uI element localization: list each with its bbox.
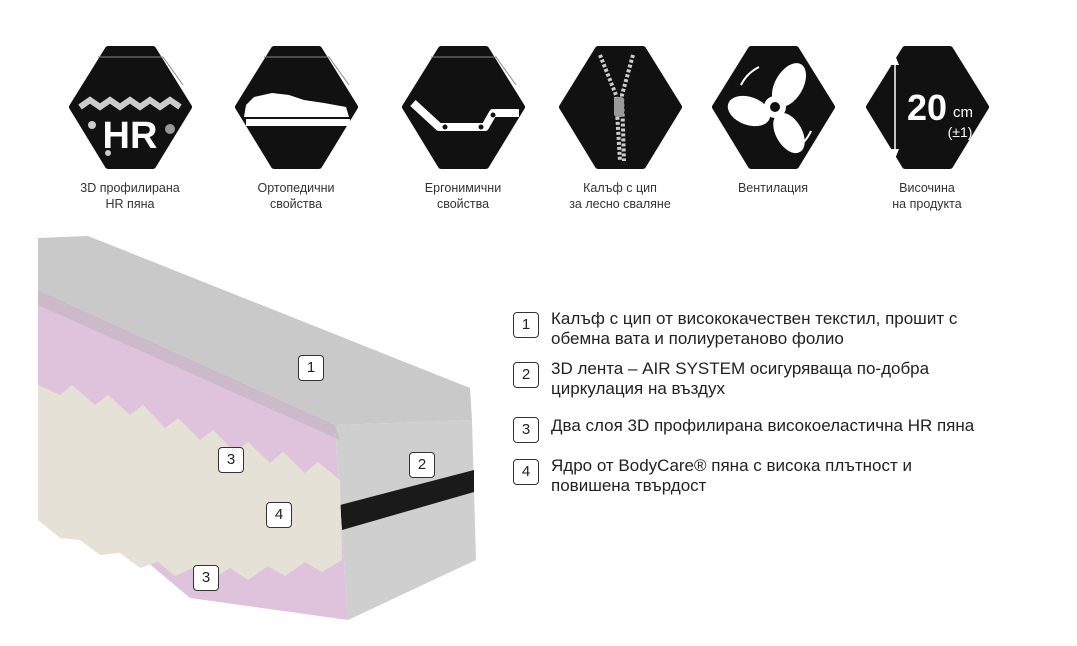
fan-icon [711, 46, 835, 169]
legend-item: 4 Ядро от BodyCare® пяна с висока плътно… [513, 456, 941, 496]
ergonomic-icon [401, 46, 525, 169]
mattress-cover-top [38, 236, 472, 425]
air-system-band [340, 470, 474, 530]
legend-text: Два слоя 3D профилирана високоеластична … [551, 416, 975, 435]
callout-1: 1 [298, 355, 324, 381]
legend-number: 2 [513, 362, 539, 388]
height-icon: 20 cm (±1) [865, 46, 989, 169]
orthopedic-icon [234, 46, 358, 169]
legend-number: 1 [513, 312, 539, 338]
feature-label: Вентилация [737, 181, 809, 195]
svg-text:HR: HR [102, 115, 157, 157]
mattress-cover-side [335, 420, 476, 620]
callout-2: 2 [409, 452, 435, 478]
callout-3-top: 3 [218, 447, 244, 473]
svg-text:20: 20 [906, 87, 946, 128]
feature-ventilation: Вентилация [693, 45, 853, 196]
callout-3-bottom: 3 [193, 565, 219, 591]
legend-number: 3 [513, 417, 539, 443]
svg-text:(±1): (±1) [947, 124, 972, 140]
svg-text:cm: cm [953, 104, 973, 121]
legend-text: Ядро от BodyCare® пяна с висока плътност… [551, 456, 913, 495]
mattress-illustration [38, 236, 476, 620]
zipper-icon [558, 46, 682, 169]
legend-item: 2 3D лента – AIR SYSTEM осигуряваща по-д… [513, 359, 971, 399]
legend-item: 3 Два слоя 3D профилирана високоеластичн… [513, 414, 1031, 443]
bodycare-core-layer [38, 385, 342, 580]
legend-item: 1 Калъф с цип от висококачествен текстил… [513, 309, 1011, 349]
hr-foam-icon: HR [68, 46, 192, 169]
legend-number: 4 [513, 459, 539, 485]
legend-text: 3D лента – AIR SYSTEM осигуряваща по-доб… [551, 359, 930, 398]
callout-4: 4 [266, 502, 292, 528]
legend-text: Калъф с цип от висококачествен текстил, … [551, 309, 958, 348]
